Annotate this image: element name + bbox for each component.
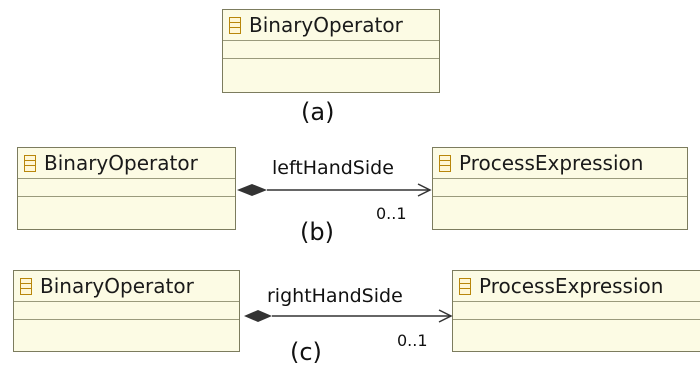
class-name-row: ProcessExpression [453,271,700,302]
association-name-c: rightHandSide [267,285,403,307]
class-name: BinaryOperator [44,151,198,175]
multiplicity-c: 0..1 [397,331,428,350]
process-expression-class-b[interactable]: ProcessExpression [432,147,688,230]
caption-c: (c) [290,338,322,366]
caption-b: (b) [300,218,334,246]
composite-diamond-icon [237,184,267,196]
class-name-row: BinaryOperator [14,271,239,302]
class-icon [439,154,451,172]
class-name-row: BinaryOperator [18,148,235,179]
class-name-row: BinaryOperator [223,10,439,41]
composite-diamond-icon [244,310,272,322]
attributes-compartment [223,41,439,59]
multiplicity-b: 0..1 [376,204,407,223]
attributes-compartment [14,302,239,320]
class-name-row: ProcessExpression [433,148,687,179]
open-arrow-icon [438,309,453,323]
class-icon [20,277,32,295]
class-name: BinaryOperator [249,13,403,37]
class-icon [459,277,471,295]
open-arrow-icon [417,183,432,197]
attributes-compartment [433,179,687,197]
class-name: ProcessExpression [479,274,664,298]
binary-operator-class-c[interactable]: BinaryOperator [13,270,240,352]
class-name: BinaryOperator [40,274,194,298]
binary-operator-class-a[interactable]: BinaryOperator [222,9,440,93]
attributes-compartment [453,302,700,320]
process-expression-class-c[interactable]: ProcessExpression [452,270,700,352]
class-icon [24,154,36,172]
caption-a: (a) [301,98,335,126]
class-name: ProcessExpression [459,151,644,175]
association-name-b: leftHandSide [272,157,394,179]
class-icon [229,16,241,34]
attributes-compartment [18,179,235,197]
binary-operator-class-b[interactable]: BinaryOperator [17,147,236,230]
